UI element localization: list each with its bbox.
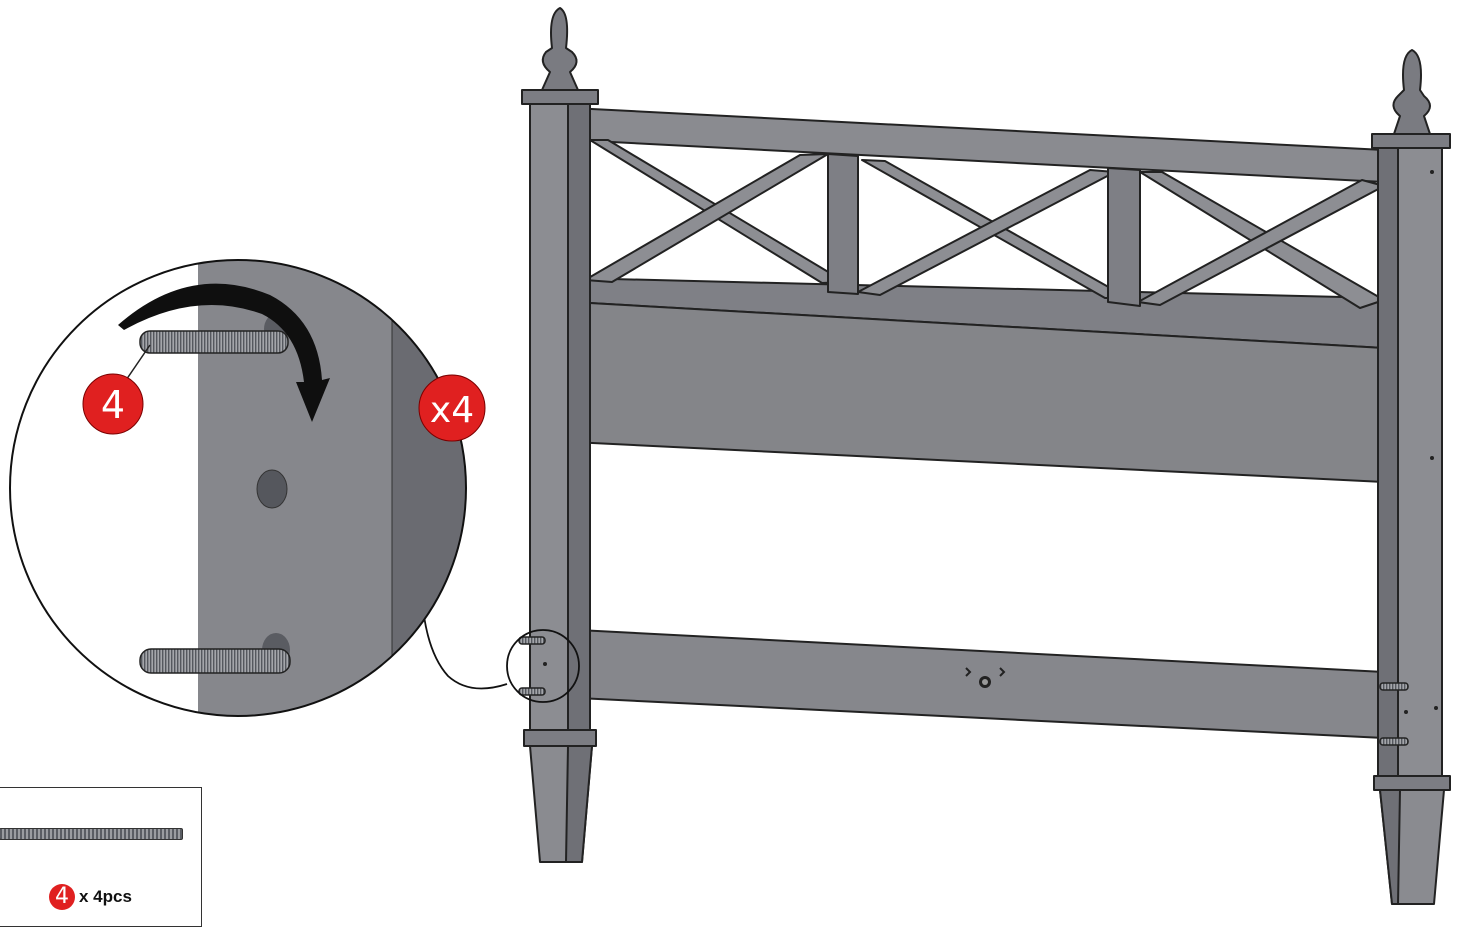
right-post-cap — [1371, 133, 1451, 149]
lattice-bay-3 — [1137, 171, 1385, 309]
headboard — [521, 7, 1451, 905]
top-rail — [571, 107, 1385, 183]
post-holes — [543, 170, 1438, 714]
detail-rod-bottom — [139, 648, 291, 674]
parts-item-badge: 4 — [49, 884, 75, 910]
detail-rod-top — [139, 330, 289, 354]
parts-quantity: 4 x 4pcs — [49, 884, 132, 910]
left-post-cap — [521, 89, 599, 105]
detail-target-circle — [506, 629, 580, 703]
parts-list-box: 4 x 4pcs — [0, 787, 202, 927]
detail-view — [9, 259, 467, 717]
mullion-1 — [827, 153, 859, 295]
bolts-left — [518, 636, 546, 696]
right-leg-collar — [1373, 775, 1451, 791]
right-finial — [1392, 49, 1431, 135]
center-bracket — [965, 667, 1006, 688]
left-leg-collar — [523, 729, 597, 747]
left-finial — [541, 7, 579, 91]
rotation-arrow-icon — [118, 283, 330, 422]
lattice-bay-2 — [857, 159, 1129, 299]
parts-quantity-label: x 4pcs — [79, 887, 132, 906]
quantity-badge: x4 — [418, 374, 486, 442]
bolts-right — [1379, 682, 1409, 746]
part-number-badge: 4 — [82, 373, 144, 435]
lattice-bay-1 — [584, 139, 846, 284]
quantity-badge-label: x4 — [430, 390, 474, 431]
threaded-rod-icon — [0, 828, 183, 840]
mullion-2 — [1107, 167, 1141, 307]
part-number-label: 4 — [101, 383, 125, 427]
callout-leader — [423, 615, 508, 690]
